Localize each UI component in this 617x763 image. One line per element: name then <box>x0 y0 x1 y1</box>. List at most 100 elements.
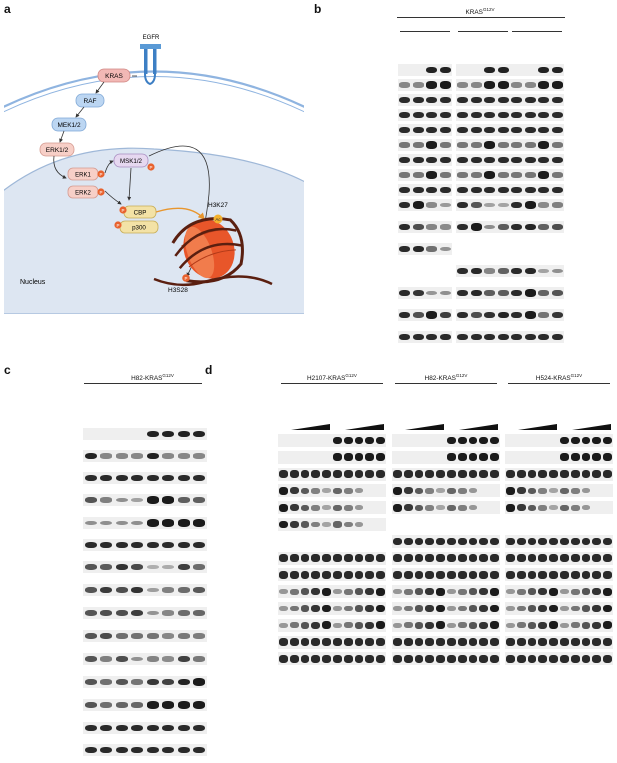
blot-band <box>403 622 413 629</box>
svg-text:P: P <box>99 172 102 177</box>
blot-band <box>354 488 364 494</box>
blot-band <box>560 571 569 579</box>
blot-band <box>403 537 413 545</box>
blot-band <box>551 202 563 208</box>
blot-band <box>343 453 353 462</box>
panel-b-blot <box>398 124 452 136</box>
blot-band <box>468 505 478 511</box>
blot-band <box>289 655 299 663</box>
blot-band <box>511 96 523 104</box>
erk1-node: ERK1 <box>75 173 91 179</box>
blot-band <box>414 622 424 629</box>
blot-band <box>393 554 402 562</box>
blot-band <box>484 202 496 208</box>
blot-band <box>425 588 435 596</box>
blot-band <box>412 245 424 253</box>
blot-band <box>570 588 580 595</box>
panel-d-blot <box>505 467 613 481</box>
blot-band <box>470 142 482 148</box>
blot-band <box>457 186 469 194</box>
panel-d-blot <box>278 618 386 632</box>
blot-band <box>506 554 515 562</box>
blot-band <box>549 655 558 663</box>
panel-c-blot <box>83 428 207 440</box>
blot-band <box>592 470 602 478</box>
blot-band <box>457 537 467 545</box>
blot-band <box>527 571 537 579</box>
blot-band <box>300 605 310 612</box>
blot-band <box>490 587 499 596</box>
blot-band <box>506 638 515 646</box>
blot-band <box>354 521 364 528</box>
blot-band <box>131 497 144 503</box>
panel-b-blot <box>456 184 510 196</box>
blot-band <box>354 655 364 663</box>
blot-band <box>551 66 563 74</box>
blot-band <box>425 554 435 562</box>
blot-band <box>115 724 128 732</box>
blot-band <box>549 571 558 579</box>
blot-band <box>560 487 569 494</box>
blot-band <box>311 621 321 629</box>
blot-band <box>100 679 113 685</box>
blot-band <box>425 470 435 478</box>
blot-band <box>524 126 536 134</box>
panel-d-group-rule <box>281 383 383 384</box>
blot-band <box>436 470 445 478</box>
blot-band <box>551 290 563 296</box>
blot-band <box>490 537 499 545</box>
blot-band <box>570 537 580 545</box>
blot-band <box>436 571 445 579</box>
blot-band <box>84 724 97 732</box>
panel-d-blot <box>392 602 500 615</box>
blot-band <box>447 571 456 579</box>
blot-band <box>365 588 375 596</box>
blot-band <box>177 519 190 527</box>
blot-band <box>497 333 509 341</box>
blot-band <box>100 656 113 662</box>
blot-band <box>524 96 536 104</box>
blot-band <box>439 246 451 252</box>
panel-c-blot <box>83 584 207 596</box>
blot-band <box>457 82 469 88</box>
blot-band <box>497 96 509 104</box>
blot-band <box>560 638 569 646</box>
panel-c-blot <box>83 630 207 642</box>
panel-b-blot <box>510 139 564 151</box>
blot-band <box>115 586 128 594</box>
blot-band <box>470 96 482 104</box>
panel-c-blot <box>83 653 207 665</box>
blot-band <box>333 487 342 494</box>
blot-band <box>551 96 563 104</box>
blot-band <box>300 504 310 511</box>
blot-band <box>549 470 558 478</box>
blot-band <box>376 638 385 646</box>
egfr-receptor: EGFR <box>140 35 161 86</box>
blot-band <box>84 679 97 685</box>
svg-text:P: P <box>116 223 119 228</box>
blot-band <box>365 638 375 646</box>
blot-band <box>333 571 342 579</box>
blot-band <box>425 504 435 511</box>
blot-band <box>193 519 206 527</box>
blot-band <box>457 605 467 612</box>
blot-band <box>300 638 310 646</box>
blot-band <box>425 655 435 663</box>
blot-band <box>484 111 496 119</box>
blot-band <box>603 554 612 562</box>
blot-band <box>177 633 190 639</box>
blot-band <box>193 724 206 732</box>
panel-b-cell-line-rule <box>458 31 508 32</box>
panel-b-blot <box>398 309 452 321</box>
panel-b-blot <box>510 109 564 121</box>
blot-band <box>527 537 537 545</box>
blot-band <box>490 621 499 630</box>
blot-band <box>365 604 375 613</box>
blot-band <box>490 453 499 462</box>
blot-band <box>457 333 469 341</box>
blot-band <box>551 156 563 164</box>
blot-band <box>551 172 563 178</box>
blot-band <box>426 202 438 208</box>
panel-label-b: b <box>314 2 322 16</box>
blot-band <box>414 638 424 646</box>
